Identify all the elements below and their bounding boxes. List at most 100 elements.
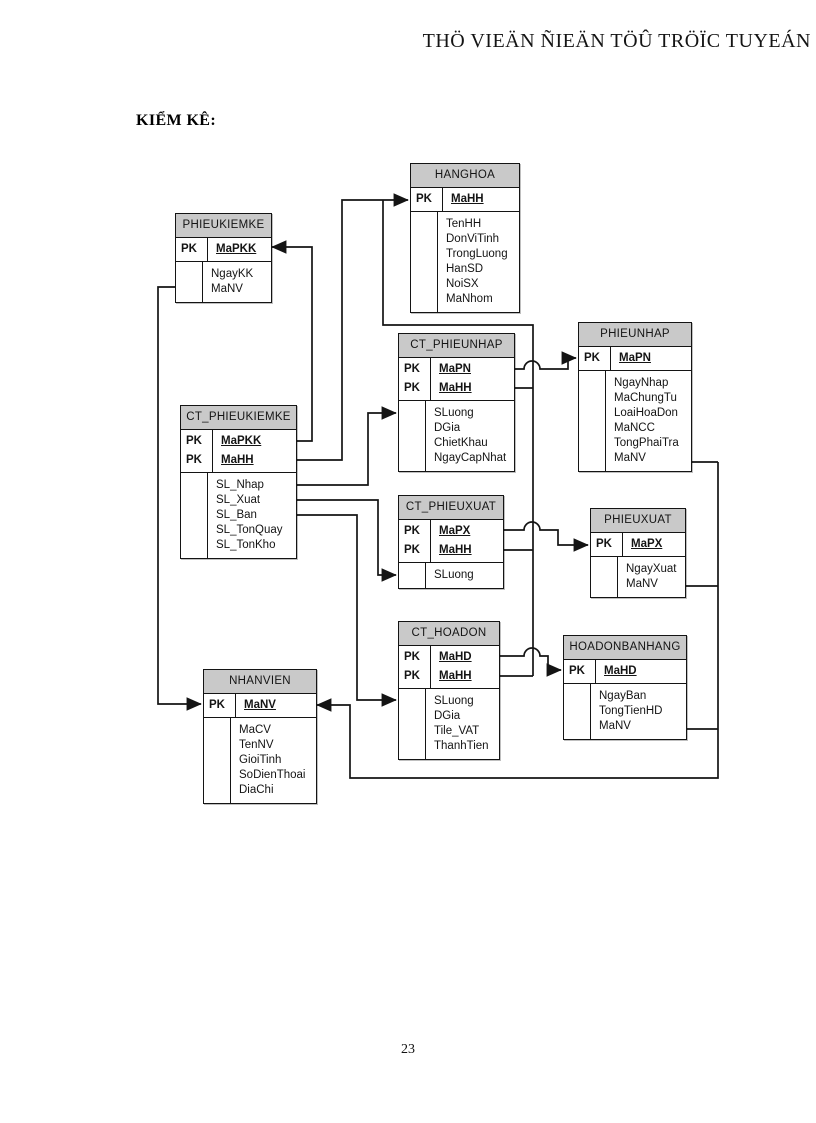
entity-title: CT_HOADON bbox=[399, 622, 499, 646]
page-number: 23 bbox=[401, 1042, 415, 1057]
attr-field: SLuong bbox=[434, 569, 474, 581]
attr-field: DonViTinh bbox=[446, 233, 500, 245]
attr-field: NgayBan bbox=[599, 690, 647, 702]
attr-field: ThanhTien bbox=[434, 740, 489, 752]
attr-field: MaNhom bbox=[446, 293, 493, 305]
attr-field: ChietKhau bbox=[434, 437, 488, 449]
pk-field: MaPN bbox=[439, 363, 471, 375]
relationship-ctphieukiemke-hanghoa bbox=[295, 193, 409, 461]
pk-column: PK bbox=[411, 188, 443, 211]
attr-field: GioiTinh bbox=[239, 754, 282, 766]
running-header: THÖ VIEÄN ÑIEÄN TÖÛ TRÖÏC TUYEÁN bbox=[422, 30, 811, 52]
pk-section: PK MaNV bbox=[204, 694, 316, 718]
pk-column: PK bbox=[204, 694, 236, 717]
pk-cell: PK bbox=[404, 544, 420, 556]
entity-title: HANGHOA bbox=[411, 164, 519, 188]
pk-field: MaPKK bbox=[221, 435, 262, 447]
pk-field: MaPKK bbox=[216, 243, 257, 255]
relationship-ctphieukiemke-phieukiemke bbox=[271, 240, 313, 442]
relationship-cthoadon-hoadonbanhang bbox=[498, 647, 562, 677]
pk-cell: PK bbox=[186, 454, 202, 466]
relationship-manv-nhanvien bbox=[316, 462, 719, 779]
attr-field: TongPhaiTra bbox=[614, 437, 679, 449]
entity-title: PHIEUXUAT bbox=[591, 509, 685, 533]
attr-field: DGia bbox=[434, 710, 461, 722]
attr-field: NgayCapNhat bbox=[434, 452, 507, 464]
attr-field: SL_TonKho bbox=[216, 539, 276, 551]
attr-field: MaChungTu bbox=[614, 392, 677, 404]
relationship-ctphieunhap-phieunhap bbox=[513, 351, 577, 370]
attr-field: SL_Ban bbox=[216, 509, 257, 521]
pk-section: PK MaHH bbox=[411, 188, 519, 212]
attr-field: NoiSX bbox=[446, 278, 479, 290]
pk-column: PK PK bbox=[399, 520, 431, 562]
attr-field: SLuong bbox=[434, 695, 474, 707]
pk-column: PK bbox=[176, 238, 208, 261]
attr-field: MaNV bbox=[211, 283, 243, 295]
attr-field: DiaChi bbox=[239, 784, 274, 796]
pk-field: MaHH bbox=[451, 193, 484, 205]
pk-cell: PK bbox=[404, 363, 420, 375]
entity-title: PHIEUKIEMKE bbox=[176, 214, 271, 238]
attr-field: MaNV bbox=[626, 578, 658, 590]
pk-field: MaHH bbox=[439, 670, 472, 682]
pk-fields: MaPN MaHH bbox=[431, 358, 514, 400]
pk-cell: PK bbox=[584, 352, 600, 364]
pk-field: MaHH bbox=[221, 454, 254, 466]
pk-field: MaPN bbox=[619, 352, 651, 364]
attr-field: SL_Xuat bbox=[216, 494, 261, 506]
pk-fields: MaNV bbox=[236, 694, 316, 717]
pk-cell: PK bbox=[181, 243, 197, 255]
pk-cell: PK bbox=[404, 525, 420, 537]
pk-cell: PK bbox=[596, 538, 612, 550]
attr-field: SLuong bbox=[434, 407, 474, 419]
pk-cell: PK bbox=[569, 665, 585, 677]
entity-title: HOADONBANHANG bbox=[564, 636, 686, 660]
pk-field: MaHH bbox=[439, 382, 472, 394]
attr-field: MaNCC bbox=[614, 422, 655, 434]
pk-fields: MaHH bbox=[443, 188, 519, 211]
attr-field: NgayNhap bbox=[614, 377, 669, 389]
pk-fields: MaPN bbox=[611, 347, 691, 370]
attr-field: TenNV bbox=[239, 739, 274, 751]
relationship-ctphieuxuat-phieuxuat bbox=[502, 521, 589, 552]
pk-field: MaNV bbox=[244, 699, 276, 711]
pk-field: MaPX bbox=[439, 525, 471, 537]
entity-title: CT_PHIEUXUAT bbox=[399, 496, 503, 520]
entity-title: CT_PHIEUNHAP bbox=[399, 334, 514, 358]
pk-field: MaHD bbox=[439, 651, 472, 663]
attr-field: NgayXuat bbox=[626, 563, 677, 575]
attr-field: HanSD bbox=[446, 263, 484, 275]
attr-field: SL_TonQuay bbox=[216, 524, 283, 536]
entity-title: PHIEUNHAP bbox=[579, 323, 691, 347]
attr-field: TrongLuong bbox=[446, 248, 508, 260]
section-title: KIỂM KÊ: bbox=[136, 112, 217, 129]
